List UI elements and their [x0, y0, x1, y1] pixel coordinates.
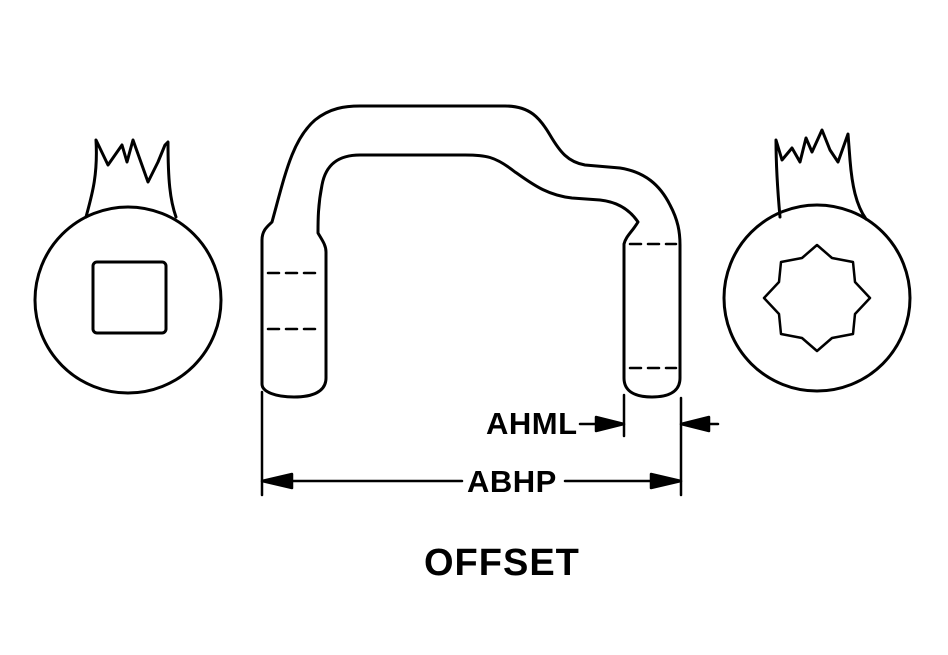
- right-broken-shank: [774, 128, 868, 221]
- right-socket-circle: [722, 203, 912, 393]
- twelve-point-opening: [762, 243, 872, 353]
- diagram-title: OFFSET: [424, 542, 580, 584]
- offset-handle-outline: [260, 104, 682, 399]
- right-end-view-twelve-point: [722, 128, 912, 393]
- square-drive-opening: [91, 260, 168, 335]
- left-broken-shank: [84, 138, 178, 219]
- ahml-arrowhead-right: [679, 415, 711, 433]
- ahml-arrowhead-left: [594, 415, 626, 433]
- abhp-arrowhead-left: [260, 472, 294, 490]
- dimension-lines: [260, 390, 720, 497]
- abhp-dimension-label: ABHP: [467, 464, 557, 499]
- offset-handle-side-view: [260, 104, 682, 399]
- abhp-arrowhead-right: [649, 472, 683, 490]
- ahml-dimension-label: AHML: [486, 406, 578, 441]
- left-end-view-square-drive: [33, 138, 223, 395]
- left-socket-circle: [33, 205, 223, 395]
